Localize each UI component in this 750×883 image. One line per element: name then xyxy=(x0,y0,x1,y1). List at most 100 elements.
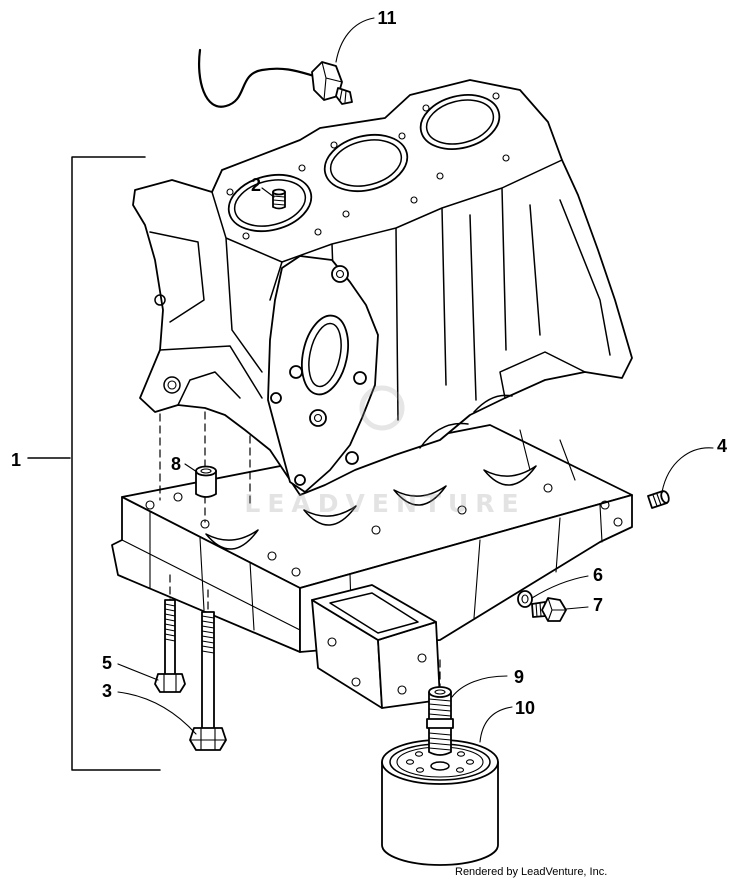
stud-threads xyxy=(272,195,286,206)
pickup-housing xyxy=(311,584,441,709)
sensor-11 xyxy=(198,48,353,108)
callout-11[interactable]: 11 xyxy=(377,8,396,28)
sensor-cable xyxy=(198,48,316,108)
bushing-body xyxy=(195,470,217,498)
filter-inlet-hole xyxy=(455,767,465,773)
pickup-housing-hole xyxy=(351,677,361,687)
bolt-5-head xyxy=(154,673,186,693)
cylinder-block xyxy=(132,79,633,496)
assembly-bracket xyxy=(27,156,161,771)
crankcase-bolt-hole xyxy=(291,567,301,577)
callout-7[interactable]: 7 xyxy=(593,595,603,615)
block-boss-hole xyxy=(167,380,177,390)
deck-bolt-hole xyxy=(492,92,500,100)
cylinder-liner-2 xyxy=(329,139,403,187)
callout-2[interactable]: 2 xyxy=(251,175,261,195)
washer-inner xyxy=(521,594,529,604)
bolt-7-head-edges xyxy=(547,597,567,622)
stud-top xyxy=(272,188,286,196)
callout-8[interactable]: 8 xyxy=(171,454,181,474)
washer-6 xyxy=(517,590,533,608)
bushing-bore xyxy=(200,468,212,474)
callout-1[interactable]: 1 xyxy=(11,450,21,470)
filter-inlet-hole xyxy=(465,759,475,765)
filter-inlet-hole xyxy=(405,759,415,765)
cover-boss xyxy=(345,451,359,465)
crankcase-bolt-hole xyxy=(457,505,467,515)
oil-filter-10 xyxy=(381,739,499,866)
cylinder-liner-3 xyxy=(425,99,495,145)
nipple-9 xyxy=(426,686,454,756)
cover-boss xyxy=(270,392,282,404)
cover-boss-hole xyxy=(335,269,345,279)
deck-bolt-hole xyxy=(330,141,338,149)
pickup-housing-hole xyxy=(417,653,427,663)
callout-9[interactable]: 9 xyxy=(514,667,524,687)
bolt-5-threads xyxy=(164,603,176,642)
crankcase-bolt-hole xyxy=(145,500,155,510)
alignment-dashes xyxy=(159,411,441,689)
filter-body xyxy=(381,761,499,866)
washer-outer xyxy=(517,590,533,608)
crankcase-bolt-hole xyxy=(600,500,610,510)
stud-2 xyxy=(272,188,286,210)
oval-port xyxy=(301,314,349,396)
plug-end xyxy=(660,490,670,504)
bolt-3 xyxy=(189,611,227,751)
nipple-bore xyxy=(434,689,446,695)
deck-bolt-hole xyxy=(242,232,250,240)
callout-3[interactable]: 3 xyxy=(102,681,112,701)
leader-lines xyxy=(117,17,714,743)
callout-5[interactable]: 5 xyxy=(102,653,112,673)
cover-boss xyxy=(331,265,349,283)
callout-6[interactable]: 6 xyxy=(593,565,603,585)
filter-center-hole xyxy=(430,761,450,771)
deck-bolt-hole xyxy=(226,188,234,196)
oval-port-inner xyxy=(308,322,342,388)
bolt-7-threads xyxy=(535,602,542,618)
cover-boss-hole xyxy=(313,413,323,423)
crankcase-bolt-hole xyxy=(267,551,277,561)
block-boss xyxy=(163,376,181,394)
nipple-top xyxy=(428,686,452,698)
callout-4[interactable]: 4 xyxy=(717,436,727,456)
sensor-tip xyxy=(335,87,353,105)
cover-boss xyxy=(309,409,327,427)
cover-boss xyxy=(294,474,306,486)
bolt-7 xyxy=(531,597,567,622)
pickup-housing-hole xyxy=(327,637,337,647)
crankcase-bolt-hole xyxy=(173,492,183,502)
pickup-housing-opening xyxy=(329,592,419,634)
lower-crankcase xyxy=(111,424,633,709)
cylinder-liner-1 xyxy=(233,179,307,227)
bushing-8 xyxy=(195,465,217,498)
crankcase-bolt-hole xyxy=(371,525,381,535)
cover-boss xyxy=(353,371,367,385)
nipple-hex xyxy=(426,718,454,729)
watermark: LEADVENTURE xyxy=(244,385,525,518)
bolt-5-head-edges xyxy=(163,673,177,693)
deck-bolt-hole xyxy=(422,104,430,112)
deck-bolt-hole xyxy=(502,154,510,162)
filter-inlet-hole xyxy=(456,751,466,757)
deck-bolt-hole xyxy=(298,164,306,172)
deck-bolt-hole xyxy=(342,210,350,218)
cover-boss xyxy=(289,365,303,379)
render-credit: Rendered by LeadVenture, Inc. xyxy=(455,866,607,878)
bolt-3-threads xyxy=(201,615,215,654)
block-detail-lines xyxy=(149,159,611,449)
callout-10[interactable]: 10 xyxy=(515,698,535,718)
cylinder-bore-2 xyxy=(323,134,409,192)
watermark-text: LEADVENTURE xyxy=(244,489,525,518)
nipple-threads xyxy=(428,698,452,751)
block-boss xyxy=(154,294,166,306)
plug-4 xyxy=(647,490,670,509)
pickup-housing-hole xyxy=(397,685,407,695)
filter-inlet-hole xyxy=(415,767,425,773)
plug-threads xyxy=(652,493,662,507)
bolt-3-shank xyxy=(201,611,215,731)
bolt-5 xyxy=(154,599,186,693)
deck-bolt-hole xyxy=(398,132,406,140)
crankcase-bolt-hole xyxy=(613,517,623,527)
